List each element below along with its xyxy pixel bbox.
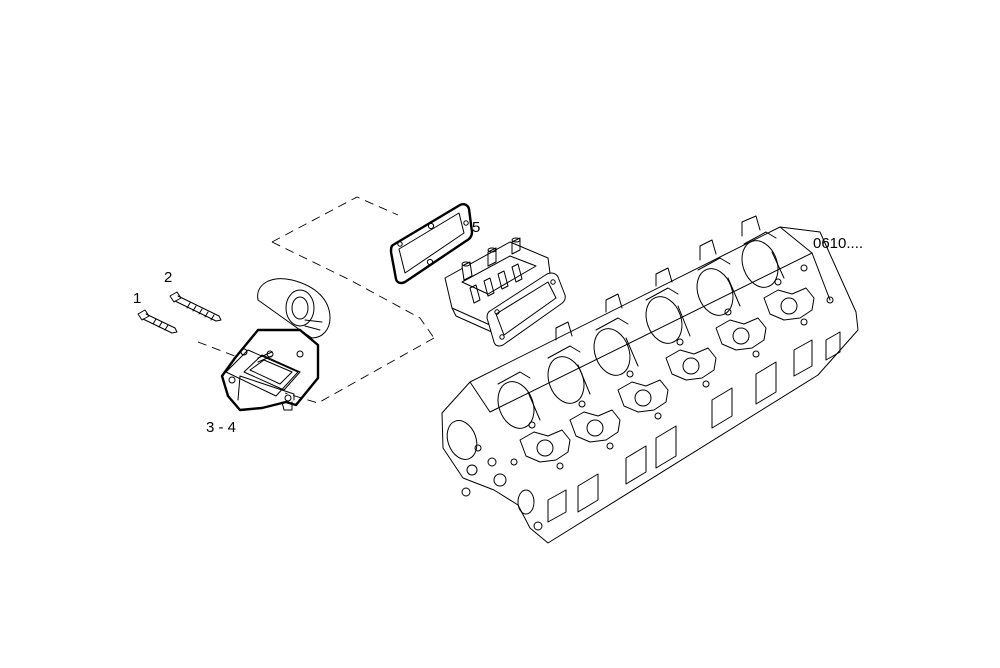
callout-5: 5 [472, 219, 480, 236]
side-face-ports [547, 331, 841, 523]
cylinder-head-icon [441, 215, 859, 544]
bolt-holes [528, 264, 834, 470]
callout-3-4: 3 - 4 [206, 419, 236, 436]
intake-ports [446, 240, 779, 460]
phantom-assembly-outline [197, 196, 435, 404]
end-face-holes [461, 444, 543, 531]
heater-plate-icon [444, 237, 557, 334]
reference-code: 0610.... [813, 235, 863, 252]
gasket-inner-icon [486, 272, 566, 347]
screw-long-icon [169, 291, 222, 322]
intake-housing-icon [220, 278, 331, 412]
callout-2: 2 [164, 269, 172, 286]
valve-seats [519, 287, 815, 463]
gasket-outer-icon [389, 203, 474, 285]
callout-1: 1 [133, 290, 141, 307]
screw-short-icon [137, 309, 178, 334]
